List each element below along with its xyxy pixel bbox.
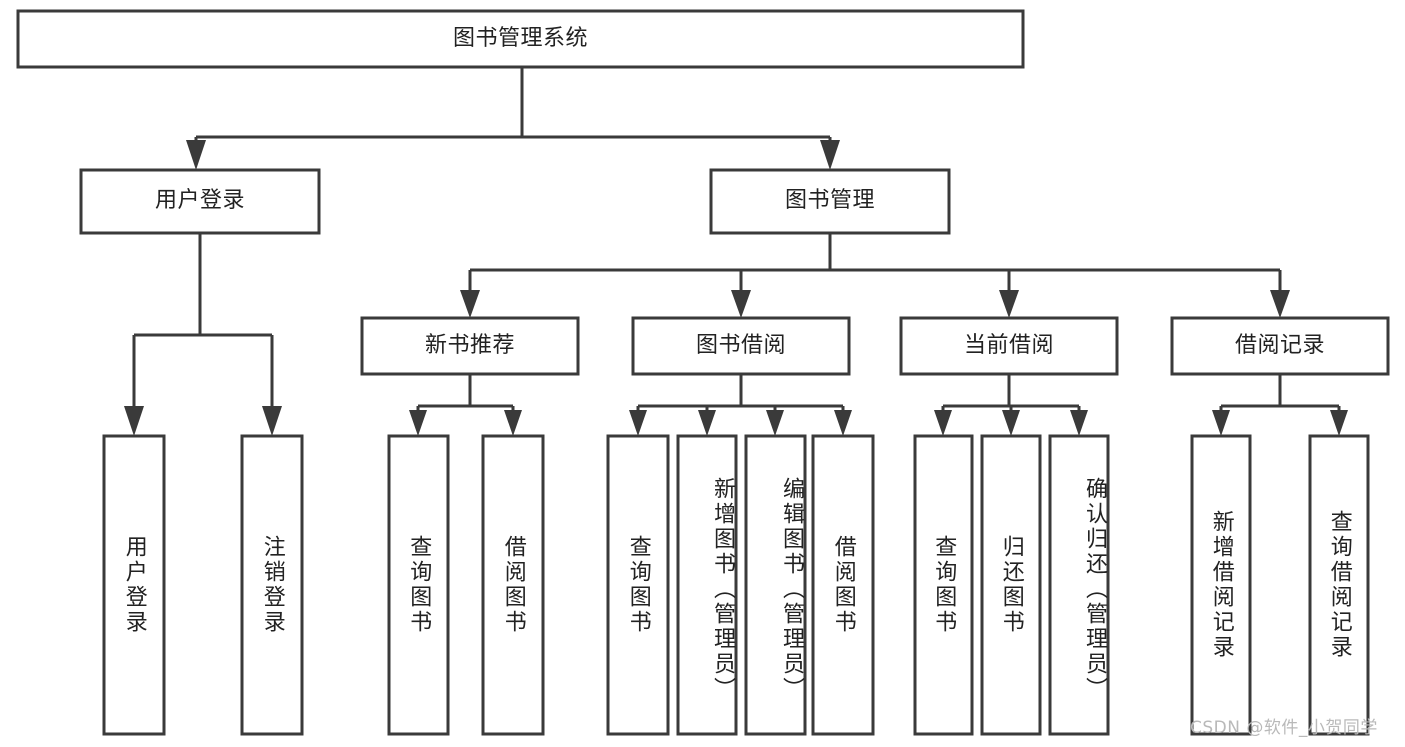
leaf-box-12[interactable]: [1308, 434, 1370, 736]
leaf-box-10[interactable]: [1048, 434, 1110, 736]
arrow-head-leaf-10: [1070, 410, 1088, 436]
leaf-box-11[interactable]: [1190, 434, 1252, 736]
node-box-book-manage[interactable]: [709, 168, 951, 235]
leaf-box-3[interactable]: [481, 434, 545, 736]
arrow-head-current-borrow: [999, 290, 1019, 318]
leaf-box-1[interactable]: [240, 434, 304, 736]
node-box-new-book-rec[interactable]: [360, 316, 580, 376]
connector-book-manage-to-level3: [460, 233, 1290, 318]
connector-book-borrow-to-leaves: [629, 374, 852, 436]
connector-current-borrow-to-leaves: [934, 374, 1088, 436]
arrow-head-leaf-12: [1330, 410, 1348, 436]
node-box-book-borrow[interactable]: [631, 316, 851, 376]
arrow-head-leaf-8: [934, 410, 952, 436]
arrow-head-leaf-6: [766, 410, 784, 436]
arrow-head-new-book-rec: [460, 290, 480, 318]
leaf-box-8[interactable]: [913, 434, 974, 736]
arrow-head-leaf-11: [1212, 410, 1230, 436]
leaf-box-9[interactable]: [980, 434, 1042, 736]
arrow-head-leaf-0: [124, 406, 144, 436]
connector-new-book-rec-to-leaves: [409, 374, 522, 436]
arrow-head-leaf-1: [262, 406, 282, 436]
leaf-box-4[interactable]: [606, 434, 670, 736]
arrow-head-leaf-9: [1002, 410, 1020, 436]
arrow-head-leaf-4: [629, 410, 647, 436]
leaf-box-6[interactable]: [744, 434, 807, 736]
arrow-head-leaf-3: [504, 410, 522, 436]
leaf-box-0[interactable]: [102, 434, 166, 736]
node-box-user-login[interactable]: [79, 168, 321, 235]
connector-user-login-to-leaves: [124, 233, 282, 436]
node-box-root[interactable]: [16, 9, 1025, 69]
leaf-box-7[interactable]: [811, 434, 875, 736]
arrow-head-book-manage: [820, 140, 840, 170]
arrow-head-book-borrow: [731, 290, 751, 318]
node-box-borrow-record[interactable]: [1170, 316, 1390, 376]
connector-root-to-level2: [186, 67, 840, 170]
arrow-head-leaf-2: [409, 410, 427, 436]
node-box-current-borrow[interactable]: [899, 316, 1119, 376]
arrow-head-borrow-record: [1270, 290, 1290, 318]
node-boxes: [16, 9, 1390, 736]
arrow-head-user-login: [186, 140, 206, 170]
leaf-box-5[interactable]: [676, 434, 738, 736]
connector-borrow-record-to-leaves: [1212, 374, 1348, 436]
watermark-text: CSDN @软件_小贺同学: [1190, 718, 1378, 738]
arrow-head-leaf-7: [834, 410, 852, 436]
arrow-head-leaf-5: [698, 410, 716, 436]
leaf-box-2[interactable]: [387, 434, 450, 736]
